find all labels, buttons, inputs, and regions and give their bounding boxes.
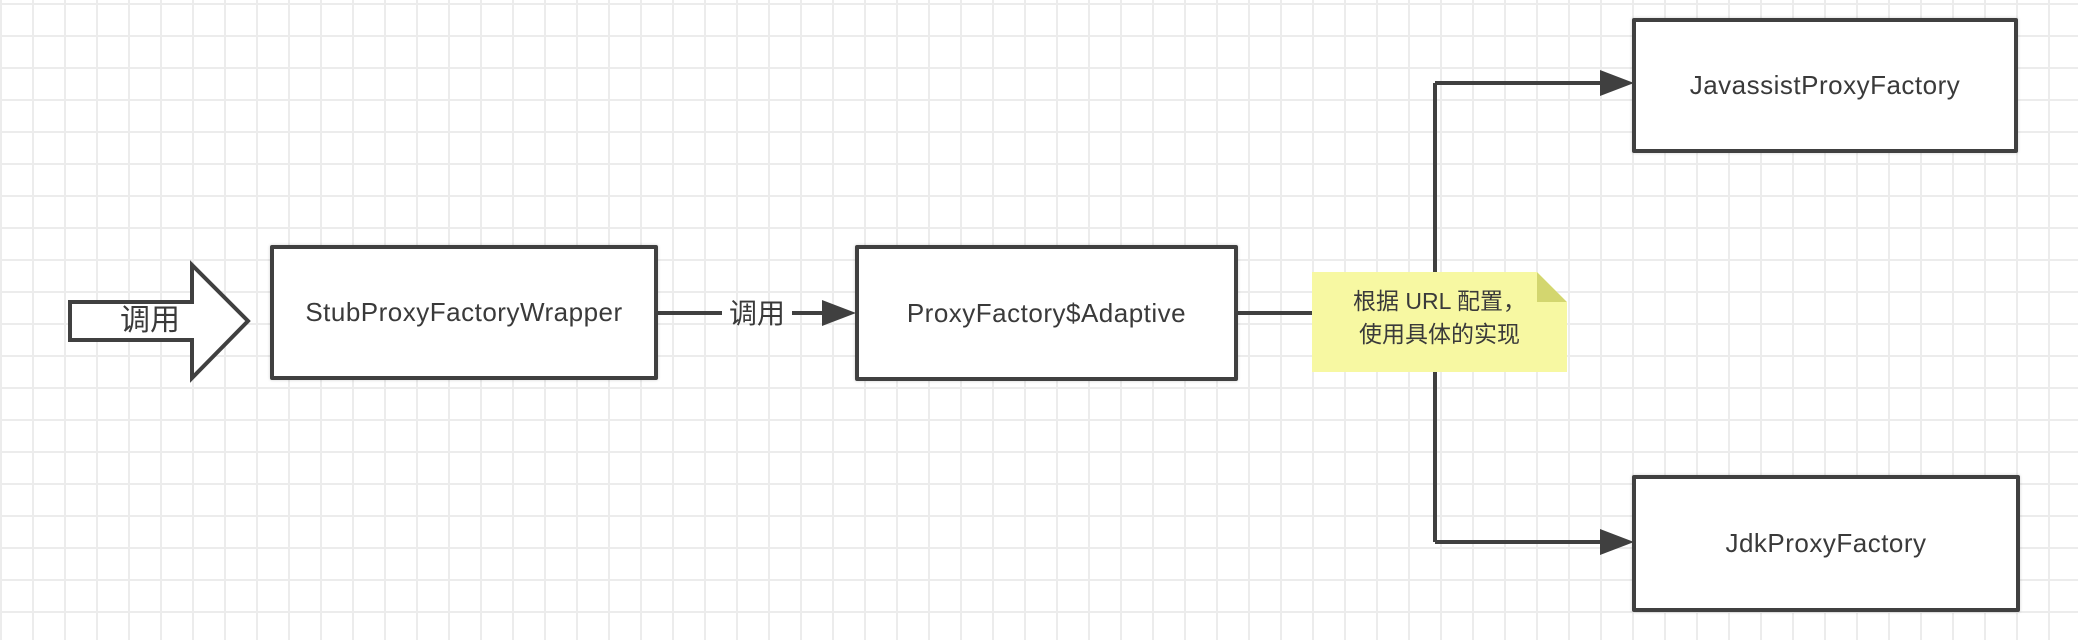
node-adaptive-label: ProxyFactory$Adaptive <box>906 297 1187 328</box>
node-javassist-proxy-factory: JavassistProxyFactory <box>1632 18 2018 153</box>
arrowhead-adaptive-icon <box>822 300 856 326</box>
arrowhead-jdk-icon <box>1600 529 1634 555</box>
node-jdk-label: JdkProxyFactory <box>1725 528 1927 558</box>
connector-call-label: 调用 <box>728 298 785 329</box>
invoke-block-arrow <box>68 260 251 383</box>
sticky-note-line1: 根据 URL 配置， <box>1353 288 1526 314</box>
node-stub-label: StubProxyFactoryWrapper <box>305 297 623 327</box>
node-stub-proxy-factory-wrapper: StubProxyFactoryWrapper <box>270 245 658 380</box>
sticky-note-line2: 使用具体的实现 <box>1359 321 1520 347</box>
entry-arrow-label: 调用 <box>120 304 180 337</box>
arrowhead-javassist-icon <box>1600 70 1634 96</box>
node-javassist-label: JavassistProxyFactory <box>1689 70 1961 100</box>
node-jdk-proxy-factory: JdkProxyFactory <box>1632 475 2020 612</box>
sticky-note: 根据 URL 配置， 使用具体的实现 <box>1312 272 1567 372</box>
node-proxy-factory-adaptive: ProxyFactory$Adaptive <box>855 245 1238 381</box>
